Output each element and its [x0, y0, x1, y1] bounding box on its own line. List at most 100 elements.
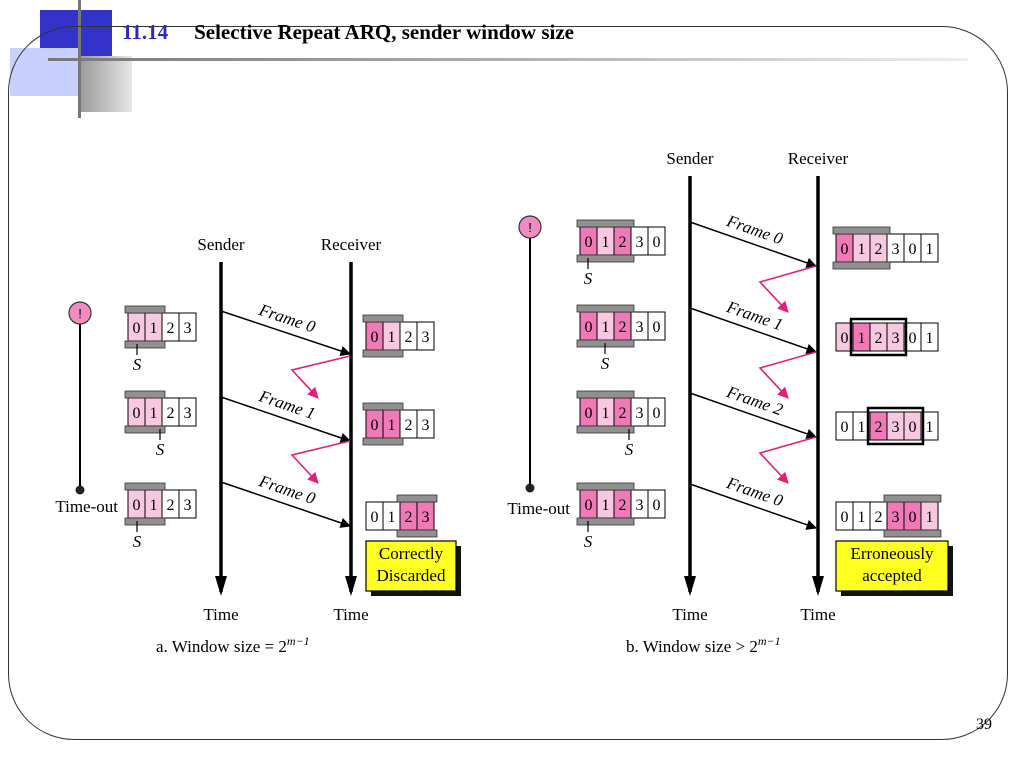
frame-arrow-b-label: Frame 0 [723, 211, 786, 249]
sender-window-b-cell-label: 0 [653, 234, 661, 251]
timer-b-symbol: ! [528, 220, 532, 235]
receiver-window-b-cell-label: 0 [841, 509, 849, 526]
receiver-window-a-cell [416, 321, 435, 351]
sender-window-frame-a [124, 517, 166, 526]
sender-a-time-label: Time [203, 605, 238, 624]
sender-window-b-cell-label: 1 [602, 497, 610, 514]
sender-window-b-cell-label: 0 [585, 319, 593, 336]
sender-window-b-cell-label: 3 [636, 234, 644, 251]
receiver-window-b-cell-label: 0 [909, 419, 917, 436]
sender-window-frame-b [576, 517, 635, 526]
receiver-b-label: Receiver [788, 149, 849, 168]
title-underline [48, 58, 968, 61]
sender-window-frame-a [124, 305, 166, 314]
sender-window-b-cell [647, 397, 666, 427]
frame-arrow-b-label: Frame 1 [723, 297, 785, 334]
receiver-window-frame-b [883, 494, 942, 503]
decor-gray-square [80, 56, 132, 112]
frame-arrow-b-line [689, 221, 817, 268]
sender-window-frame-b [576, 304, 635, 313]
frame-arrow-b-line [689, 483, 817, 530]
sender-window-a-cell-label: 0 [133, 405, 141, 422]
sender-window-b-cell-label: 1 [602, 405, 610, 422]
receiver-window-b-cell-label: 0 [841, 241, 849, 258]
caption-b: b. Window size > 2m−1 [626, 634, 781, 656]
s-pointer-b: S [584, 269, 593, 288]
frame-arrow-b-line [689, 307, 817, 354]
sender-window-a-cell [178, 312, 197, 342]
sender-window-a-cell-label: 1 [150, 320, 158, 337]
receiver-window-b-cell-label: 1 [926, 509, 934, 526]
receiver-window-b-cell-label: 2 [875, 330, 883, 347]
receiver-window-frame-a [362, 314, 404, 323]
sender-window-frame-a [124, 482, 166, 491]
sender-window-frame-b [576, 219, 635, 228]
receiver-window-b-cell-label: 1 [858, 419, 866, 436]
frame-arrow-a-label: Frame 1 [256, 386, 318, 423]
timeout-label-a: Time-out [55, 497, 118, 516]
timer-b-circle [518, 215, 542, 239]
sender-window-a-cell-label: 0 [133, 497, 141, 514]
ack-lost-arrow-a [290, 355, 351, 399]
caption-a: a. Window size = 2m−1 [156, 634, 310, 656]
receiver-window-a-cell-label: 0 [371, 329, 379, 346]
sender-window-b-cell [647, 311, 666, 341]
receiver-window-a-cell-label: 2 [405, 329, 413, 346]
ack-lost-arrow-b [758, 436, 817, 484]
receiver-window-frame-a [396, 494, 438, 503]
timeout-label-b: Time-out [507, 499, 570, 518]
frame-arrow-a-line [220, 396, 351, 443]
note-correctly-discarded-line: Discarded [377, 566, 446, 585]
sender-window-b-cell [647, 226, 666, 256]
receiver-window-frame-b [832, 226, 891, 235]
receiver-window-b-cell-label: 3 [892, 419, 900, 436]
receiver-window-frame-b [832, 261, 891, 270]
receiver-window-b-cell-label: 1 [858, 241, 866, 258]
receiver-a-time-label: Time [333, 605, 368, 624]
receiver-window-b-cell-label: 1 [926, 241, 934, 258]
sender-window-frame-b [576, 254, 635, 263]
s-pointer-b: S [601, 354, 610, 373]
receiver-a-label: Receiver [321, 235, 382, 254]
title-text: Selective Repeat ARQ, sender window size [194, 20, 574, 44]
sender-window-b-cell-label: 2 [619, 405, 627, 422]
timer-a-circle [68, 301, 92, 325]
receiver-window-b-cell-label: 3 [892, 241, 900, 258]
slide-frame [8, 26, 1008, 740]
shifted-window-b [849, 317, 908, 357]
receiver-a-arrowhead [345, 576, 357, 596]
sender-window-b-cell-label: 3 [636, 319, 644, 336]
sender-window-a-cell [178, 489, 197, 519]
receiver-window-a-cell-label: 2 [405, 509, 413, 526]
receiver-window-b-cell-label: 0 [909, 330, 917, 347]
receiver-window-b-cell-label: 0 [841, 330, 849, 347]
sender-window-b-cell-label: 2 [619, 497, 627, 514]
receiver-window-b-cell-label: 0 [909, 241, 917, 258]
timer-a-end [75, 485, 85, 495]
ack-lost-arrow-a [290, 440, 351, 484]
receiver-window-a-cell-label: 1 [388, 417, 396, 434]
receiver-window-frame-b [883, 529, 942, 538]
sender-window-b-cell-label: 0 [585, 497, 593, 514]
sender-window-b-cell-label: 0 [653, 319, 661, 336]
sender-window-frame-a [124, 390, 166, 399]
ack-lost-arrow-b [758, 265, 817, 313]
note-erroneously-accepted [835, 540, 949, 592]
receiver-window-frame-a [362, 402, 404, 411]
sender-window-frame-b [576, 482, 635, 491]
sender-window-b-cell-label: 2 [619, 319, 627, 336]
sender-window-b-cell-label: 1 [602, 319, 610, 336]
s-pointer-a: S [156, 440, 165, 459]
receiver-window-b-cell-label: 3 [892, 330, 900, 347]
sender-window-b-cell-label: 2 [619, 234, 627, 251]
receiver-window-b-cell-label: 1 [926, 419, 934, 436]
receiver-window-frame-a [396, 529, 438, 538]
sender-b-arrowhead [684, 576, 696, 596]
s-pointer-b: S [584, 532, 593, 551]
receiver-window-frame-a [362, 349, 404, 358]
sender-window-b-cell-label: 0 [585, 234, 593, 251]
sender-window-b-cell-label: 3 [636, 497, 644, 514]
sender-window-b-cell-label: 0 [653, 405, 661, 422]
sender-window-a-cell-label: 1 [150, 405, 158, 422]
